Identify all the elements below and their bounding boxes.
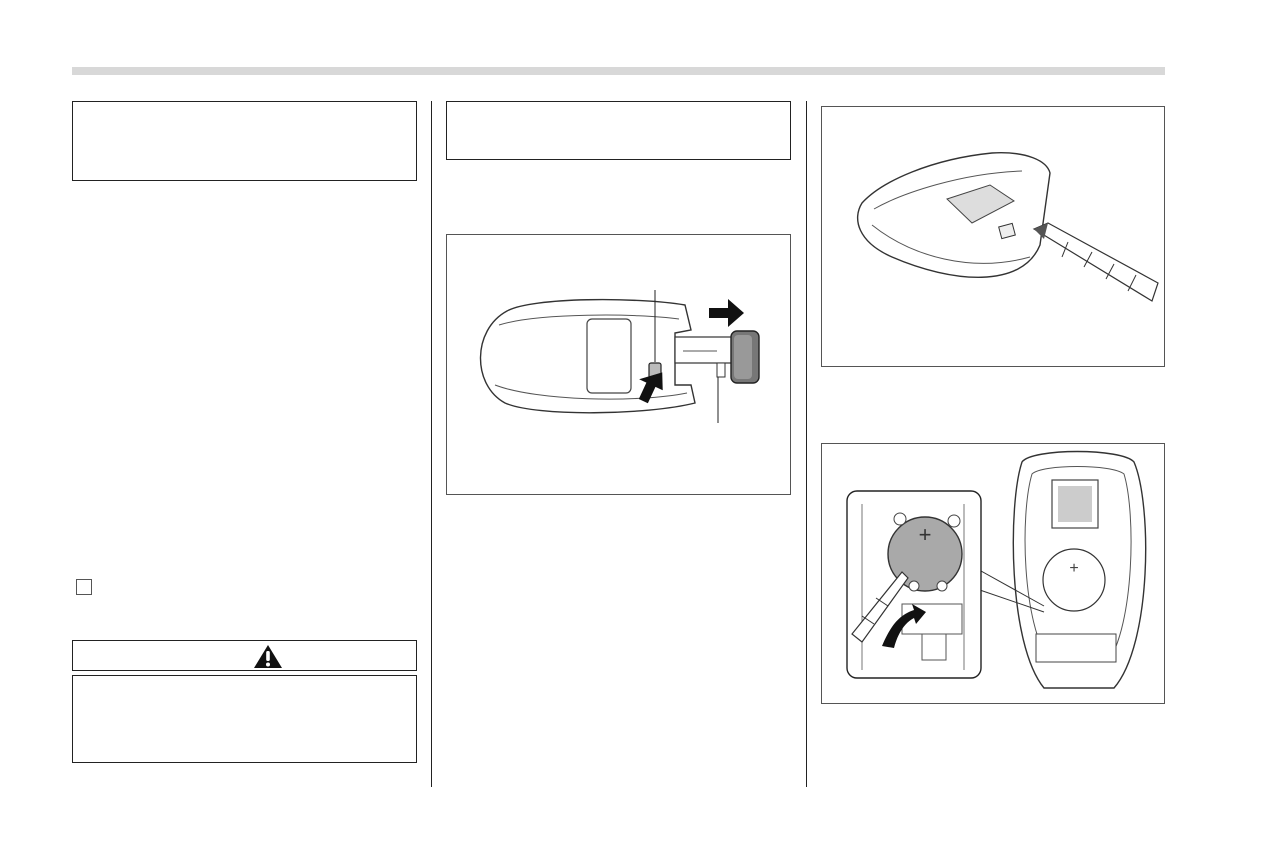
keyfob-screwdriver-illustration (857, 152, 1159, 302)
note-box-left (72, 101, 417, 181)
checkbox-square (76, 579, 92, 595)
svg-text:+: + (919, 522, 932, 547)
keyfob-release-key-illustration (479, 290, 760, 423)
figure-pry-open-case (821, 106, 1165, 367)
svg-text:+: + (1069, 560, 1078, 577)
warning-body (72, 675, 417, 763)
note-box-middle (446, 101, 791, 160)
warning-triangle-icon (254, 645, 282, 668)
keyfob-battery-illustration: + + (846, 450, 1147, 689)
top-header-rule (72, 67, 1165, 75)
column-divider-left (431, 101, 432, 787)
figure-remove-emergency-key (446, 234, 791, 495)
warning-header (72, 640, 417, 671)
column-divider-right (806, 101, 807, 787)
figure-remove-battery: + + (821, 443, 1165, 704)
